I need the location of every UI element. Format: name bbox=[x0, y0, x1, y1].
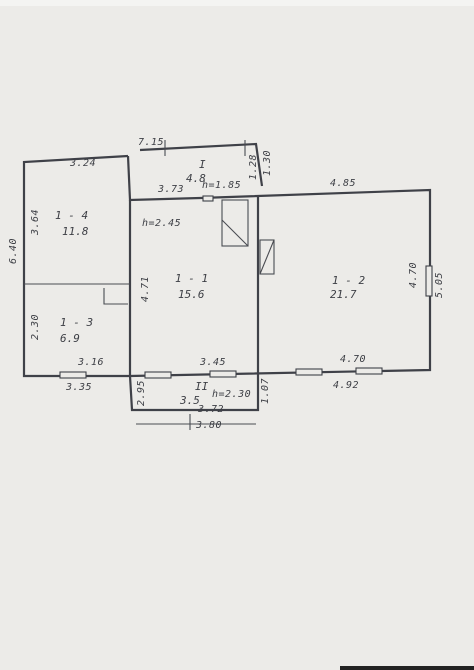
window-room1-b bbox=[209, 370, 237, 378]
dim-left-total: 6.40 bbox=[8, 238, 19, 264]
dim-room1-side: 4.71 bbox=[140, 276, 151, 302]
porch-II-label: II bbox=[195, 380, 209, 393]
dim-room1-bottom: 3.45 bbox=[199, 357, 226, 368]
porch-I-label: I bbox=[199, 158, 206, 171]
window-room2-a bbox=[295, 368, 323, 376]
dim-right-outer: 5.05 bbox=[434, 272, 445, 298]
room-1-2-area: 21.7 bbox=[330, 288, 357, 301]
window-right bbox=[425, 265, 433, 297]
porch-II-area: 3.5 bbox=[179, 394, 200, 407]
dim-porch-top-width: 7.15 bbox=[138, 137, 164, 148]
top-porch bbox=[139, 140, 264, 187]
window-room3 bbox=[59, 371, 87, 379]
room-1-1-area: 15.6 bbox=[178, 288, 205, 301]
cabinet-diagonal bbox=[259, 239, 275, 275]
room-1-3-label: 1 - 3 bbox=[60, 316, 93, 329]
dim-room2-bottom: 4.70 bbox=[340, 354, 366, 365]
stove-diagonal bbox=[221, 219, 249, 247]
paper-sheet bbox=[0, 6, 474, 670]
dim-right-inner: 4.70 bbox=[408, 262, 419, 288]
dim-main-top-left: 3.73 bbox=[157, 184, 184, 195]
bottom-porch bbox=[128, 372, 260, 430]
dim-room4-top: 3.24 bbox=[69, 158, 96, 169]
room-1-4-label: 1 - 4 bbox=[55, 209, 88, 222]
dim-porch-bottom-depth-right: 1.07 bbox=[260, 378, 271, 404]
dim-room3-side: 2.30 bbox=[30, 314, 41, 340]
window-room1-a bbox=[144, 371, 172, 379]
walls bbox=[22, 154, 432, 378]
dim-porch-bottom-outer: 3.80 bbox=[195, 420, 222, 431]
dim-porch-bottom-inner: 3.72 bbox=[197, 404, 224, 415]
corner-mark bbox=[340, 666, 474, 670]
room-1-1-label: 1 - 1 bbox=[175, 272, 208, 285]
dim-porch-top-depth-a: 1.28 bbox=[248, 154, 259, 180]
heights: h=2.45 h=1.85 h=2.30 bbox=[142, 180, 251, 400]
dim-bottom-right-outer: 4.92 bbox=[333, 380, 359, 391]
room-1-2-label: 1 - 2 bbox=[332, 274, 365, 287]
dim-porch-top-depth-b: 1.30 bbox=[262, 150, 273, 176]
height-main: h=2.45 bbox=[142, 218, 181, 229]
stove bbox=[221, 199, 249, 247]
room-1-4-area: 11.8 bbox=[62, 225, 89, 238]
dim-bottom-left-outer: 3.35 bbox=[65, 382, 92, 393]
height-porch-bottom: h=2.30 bbox=[212, 389, 251, 400]
cabinet bbox=[259, 239, 275, 275]
height-porch-top: h=1.85 bbox=[202, 180, 241, 191]
dim-main-top-right: 4.85 bbox=[330, 178, 356, 189]
room-labels: 1 - 4 11.8 1 - 3 6.9 1 - 1 15.6 1 - 2 21… bbox=[55, 158, 365, 407]
top-porch-outline bbox=[139, 142, 264, 187]
dim-porch-bottom-depth-left: 2.95 bbox=[136, 380, 147, 406]
room3-corner-box bbox=[103, 288, 128, 305]
bottom-porch-outline bbox=[128, 372, 260, 412]
window-top-porch bbox=[202, 195, 214, 202]
porch-I-area: 4.8 bbox=[186, 172, 206, 185]
dim-room4-side: 3.64 bbox=[30, 209, 41, 236]
dim-room3-bottom: 3.16 bbox=[77, 357, 104, 368]
windows bbox=[59, 195, 433, 379]
dimensions: 7.15 3.24 3.73 4.85 3.16 3.45 4.70 3.35 … bbox=[65, 137, 366, 431]
room-1-3-area: 6.9 bbox=[60, 332, 80, 345]
dimensions-vertical: 6.40 3.64 2.30 4.71 4.70 5.05 1.28 1.30 … bbox=[8, 150, 445, 406]
window-room2-b bbox=[355, 367, 383, 375]
